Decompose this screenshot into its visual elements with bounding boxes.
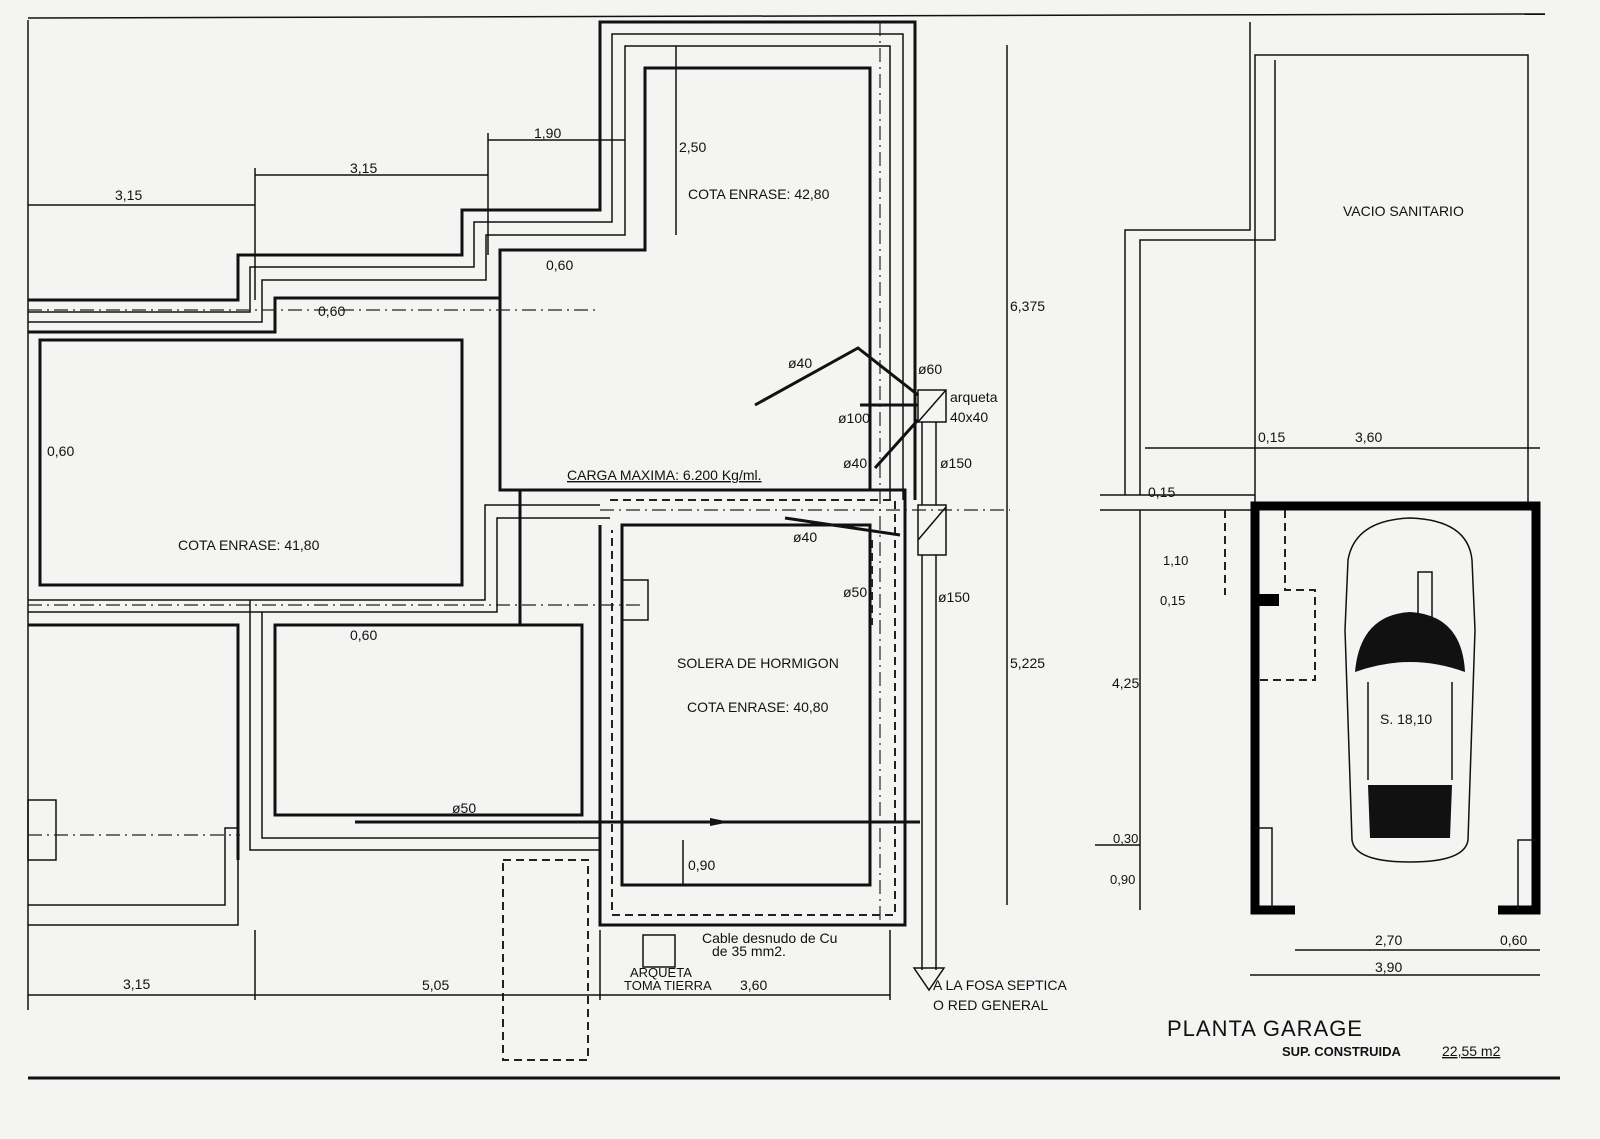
dimension-label: 1,90 xyxy=(534,125,561,141)
note-toma-2: TOMA TIERRA xyxy=(624,978,712,993)
dimension-label: 0,60 xyxy=(318,303,345,319)
dimension-label: 2,70 xyxy=(1375,932,1402,948)
room-label-solera-cota: COTA ENRASE: 40,80 xyxy=(687,699,829,715)
surface-value: 22,55 m2 xyxy=(1442,1043,1501,1059)
dimension-label: 1,10 xyxy=(1163,553,1188,568)
note-carga: CARGA MAXIMA: 6.200 Kg/ml. xyxy=(567,467,762,483)
note-fosa-1: A LA FOSA SEPTICA xyxy=(933,977,1067,993)
pipe-label: ø50 xyxy=(843,584,867,600)
room-label-upper: COTA ENRASE: 42,80 xyxy=(688,186,830,202)
note-cable-2: de 35 mm2. xyxy=(712,943,786,959)
surface-label: SUP. CONSTRUIDA xyxy=(1282,1044,1402,1059)
dimension-label: 0,60 xyxy=(546,257,573,273)
room-label-vacio: VACIO SANITARIO xyxy=(1343,203,1464,219)
room-label-left: COTA ENRASE: 41,80 xyxy=(178,537,320,553)
garage xyxy=(1095,22,1541,976)
car-icon xyxy=(1344,517,1476,863)
note-toma-1: ARQUETA xyxy=(630,965,692,980)
room-label-solera: SOLERA DE HORMIGON xyxy=(677,655,839,671)
pipe-label: ø100 xyxy=(838,410,870,426)
dimension-label: 3,90 xyxy=(1375,959,1402,975)
dimension-label: 0,60 xyxy=(1500,932,1527,948)
dimension-label: 0,60 xyxy=(350,627,377,643)
dimension-label: 3,15 xyxy=(350,160,377,176)
dimension-label: 0,90 xyxy=(1110,872,1135,887)
pipe-label: ø150 xyxy=(940,455,972,471)
plan-title: PLANTA GARAGE xyxy=(1167,1016,1363,1041)
foundation-walls xyxy=(27,20,1010,1061)
dimension-label: 3,60 xyxy=(740,977,767,993)
dimension-label: 4,25 xyxy=(1112,675,1139,691)
note-arqueta: arqueta xyxy=(950,389,998,405)
dimension-label: 0,15 xyxy=(1148,484,1175,500)
note-fosa-2: O RED GENERAL xyxy=(933,997,1048,1013)
pipe-label: ø60 xyxy=(918,361,942,377)
note-arqueta-size: 40x40 xyxy=(950,409,988,425)
garage-area-label: S. 18,10 xyxy=(1380,711,1432,727)
pipe-label: ø40 xyxy=(793,529,817,545)
pipe-label: ø40 xyxy=(843,455,867,471)
pipe-label: ø40 xyxy=(788,355,812,371)
dimension-label: 0,30 xyxy=(1113,831,1138,846)
dimension-label: 3,15 xyxy=(115,187,142,203)
dimension-label: 5,225 xyxy=(1010,655,1045,671)
drainage-pipes xyxy=(355,346,947,992)
dimension-label: 2,50 xyxy=(679,139,706,155)
dimension-label: 0,15 xyxy=(1160,593,1185,608)
note-cable-1: Cable desnudo de Cu xyxy=(702,930,837,946)
dimension-label: 6,375 xyxy=(1010,298,1045,314)
dimension-label: 0,15 xyxy=(1258,429,1285,445)
dimension-label: 3,60 xyxy=(1355,429,1382,445)
pipe-label: ø150 xyxy=(938,589,970,605)
pipe-label: ø50 xyxy=(452,800,476,816)
dimension-label: 5,05 xyxy=(422,977,449,993)
dimension-label: 0,60 xyxy=(47,443,74,459)
dimension-label: 0,90 xyxy=(688,857,715,873)
dimension-lines xyxy=(28,45,1008,1000)
dimension-label: 3,15 xyxy=(123,976,150,992)
